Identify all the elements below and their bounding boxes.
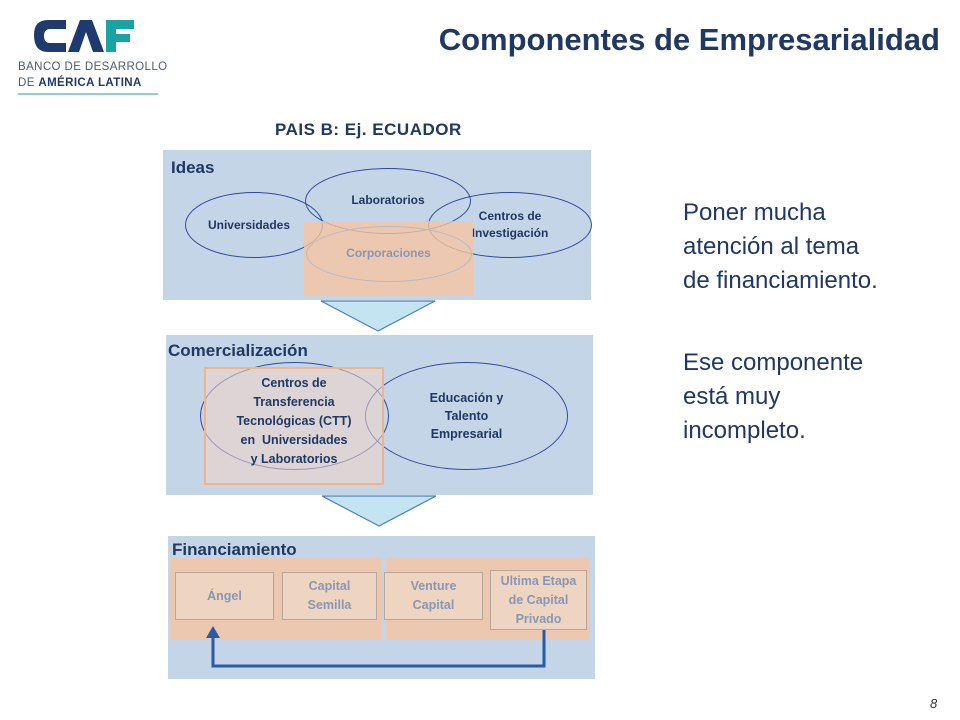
side-note-1-line-2: atención al tema: [683, 233, 860, 260]
comercializacion-label: Comercialización: [168, 341, 308, 360]
ultima-line-1: Ultima Etapa: [500, 573, 577, 588]
educacion-ellipse: Educación y Talento Empresarial: [365, 362, 568, 470]
page-title: Componentes de Empresarialidad: [438, 22, 940, 57]
edu-line-2: Talento: [444, 409, 489, 423]
laboratorios-label: Laboratorios: [351, 193, 425, 207]
universidades-ellipse: Universidades: [185, 192, 323, 258]
svg-text:DE AMÉRICA LATINA: DE AMÉRICA LATINA: [18, 76, 142, 89]
ctt-line-4: en Universidades: [240, 433, 348, 447]
caf-logo-mark: BANCO DE DESARROLLO DE AMÉRICA LATINA: [18, 20, 167, 95]
country-label: PAIS B: Ej. ECUADOR: [275, 120, 462, 139]
venture-line-2: Capital: [412, 598, 455, 612]
edu-line-1: Educación y: [429, 391, 504, 405]
venture-line-1: Venture: [410, 579, 457, 593]
venture-capital-box: Venture Capital: [384, 572, 483, 620]
ctt-box: [204, 367, 384, 485]
side-note-2-line-2: está muy: [683, 383, 781, 410]
financiamiento-label: Financiamiento: [172, 540, 297, 559]
capital-line-1: Capital: [308, 579, 351, 593]
corporaciones-ellipse: [306, 226, 472, 282]
side-note-2-line-1: Ese componente: [683, 349, 864, 376]
universidades-label: Universidades: [207, 218, 291, 232]
centros-line-1: Centros de: [478, 209, 542, 223]
ctt-line-2: Transferencia: [253, 395, 335, 409]
logo-line-1: BANCO DE DESARROLLO: [18, 61, 167, 73]
ideas-label: Ideas: [171, 158, 215, 177]
down-arrow-icon: [321, 495, 437, 527]
corporaciones-label: Corporaciones: [346, 246, 431, 260]
ultima-line-3: Privado: [515, 611, 562, 626]
ultima-etapa-box: Ultima Etapa de Capital Privado: [490, 570, 587, 630]
ctt-line-5: y Laboratorios: [250, 452, 338, 466]
page-number: 8: [930, 696, 938, 711]
loop-back-arrow-icon: [206, 626, 546, 668]
down-arrow-icon: [320, 300, 436, 332]
ctt-line-3: Tecnológicas (CTT): [236, 414, 352, 428]
ultima-line-2: de Capital: [508, 592, 569, 607]
logo-line-2-prefix: DE: [18, 77, 38, 89]
capital-semilla-box: Capital Semilla: [282, 572, 377, 620]
side-note-1-line-1: Poner mucha: [683, 199, 826, 226]
ctt-line-1: Centros de: [261, 376, 327, 390]
side-note-1-line-3: de financiamiento.: [683, 267, 878, 294]
caf-logo: BANCO DE DESARROLLO DE AMÉRICA LATINA: [8, 8, 168, 98]
logo-line-2-bold: AMÉRICA LATINA: [38, 76, 141, 89]
side-note-2-line-3: incompleto.: [683, 417, 806, 444]
ctt-text: Centros de Transferencia Tecnológicas (C…: [204, 374, 384, 469]
centros-line-2: Investigación: [471, 226, 549, 240]
edu-line-3: Empresarial: [430, 427, 503, 441]
side-note-1: Poner mucha atención al tema de financia…: [683, 196, 878, 298]
side-note-2: Ese componente está muy incompleto.: [683, 346, 863, 448]
angel-label: Ángel: [207, 588, 242, 603]
capital-line-2: Semilla: [307, 598, 352, 612]
angel-box: Ángel: [175, 572, 274, 620]
